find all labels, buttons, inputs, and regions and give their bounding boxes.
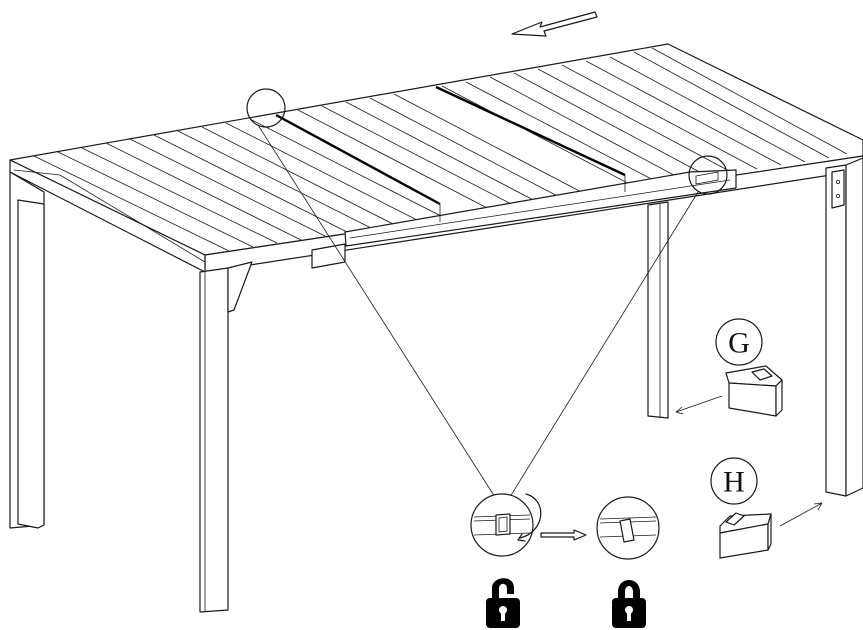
part-g-label-circle	[715, 318, 763, 366]
left-front-leg	[199, 261, 253, 613]
part-h-label-circle	[710, 457, 758, 505]
rotate-arrow-icon	[540, 529, 587, 541]
part-g-label: G	[728, 327, 750, 360]
part-h: H	[710, 457, 823, 559]
detail-circle-right	[688, 155, 728, 195]
table-top	[9, 43, 863, 273]
left-back-leg	[9, 171, 45, 529]
padlock-open-icon	[486, 578, 520, 628]
padlock-closed-icon	[612, 580, 646, 628]
part-h-label: H	[723, 466, 745, 499]
extend-direction-arrow-icon	[511, 11, 598, 37]
callout-lines	[257, 124, 699, 506]
right-middle-leg	[647, 201, 669, 419]
latch-detail-unlocked	[470, 493, 542, 557]
part-g: G	[675, 318, 783, 417]
extension-rail	[311, 169, 737, 269]
latch-detail-locked	[596, 496, 660, 560]
right-front-leg	[825, 157, 863, 497]
detail-circle-left	[246, 88, 286, 128]
table-slats	[33, 47, 848, 252]
